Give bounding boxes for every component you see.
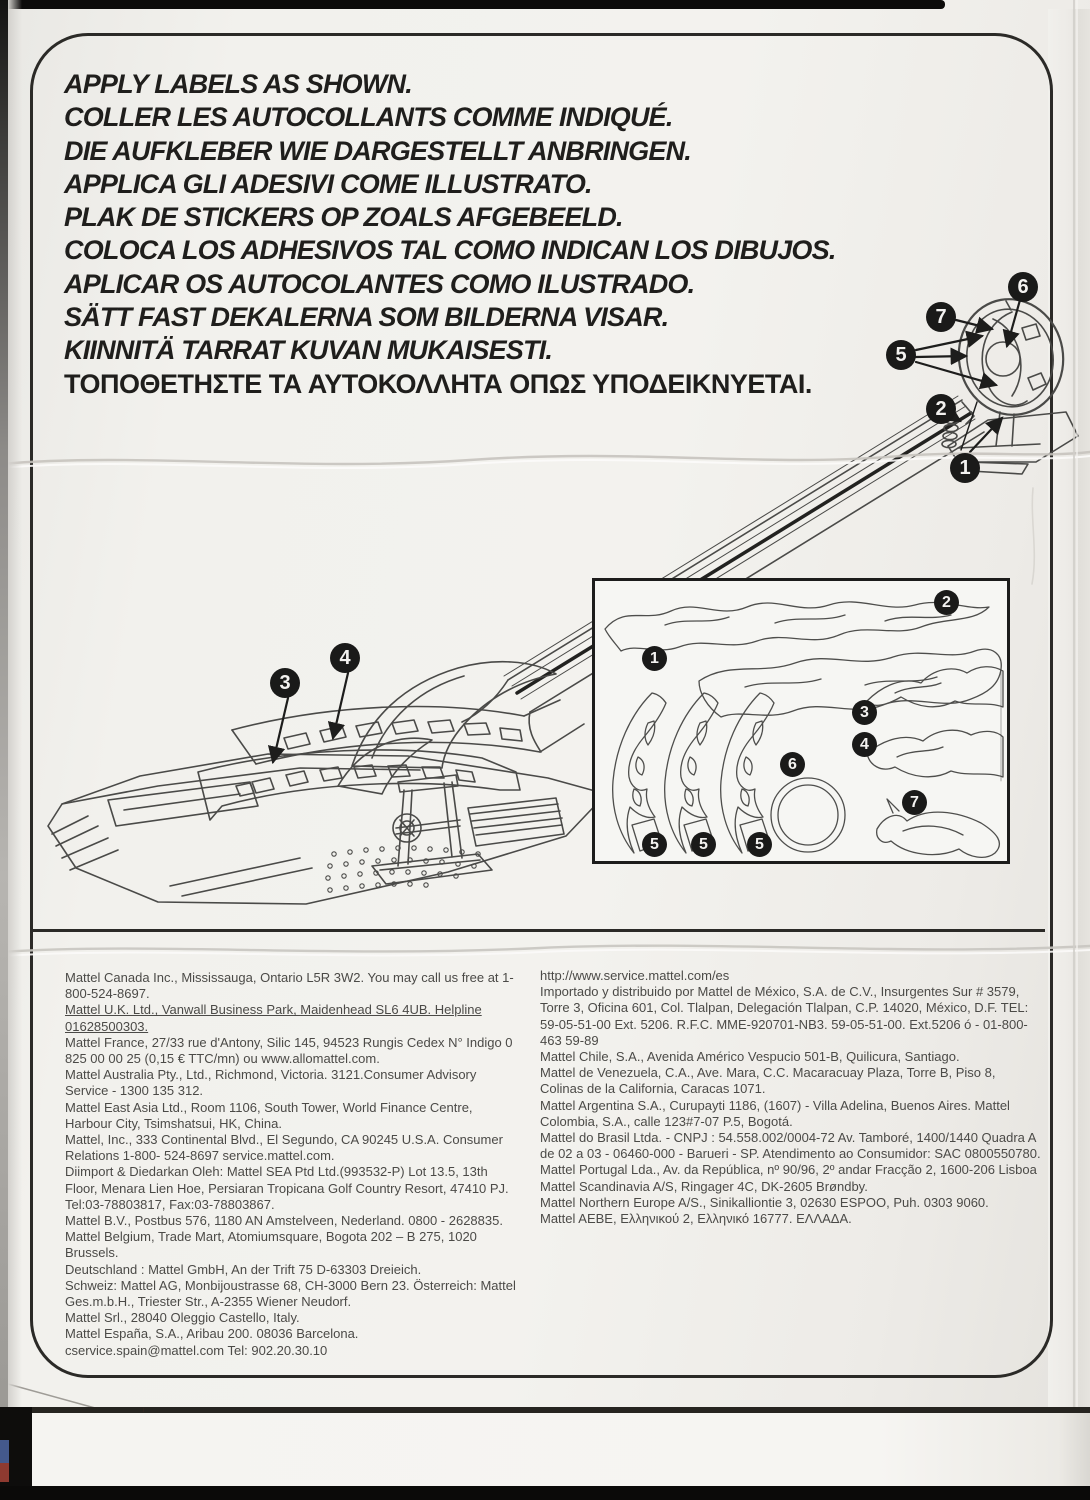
heading-line-french: COLLER LES AUTOCOLLANTS COMME INDIQUÉ. <box>64 102 673 133</box>
heading-line-finnish: KIINNITÄ TARRAT KUVAN MUKAISESTI. <box>64 335 553 366</box>
flame-cluster-sticker-3 <box>866 666 1004 708</box>
callout-badge-6: 6 <box>1008 272 1038 302</box>
address-entry: Importado y distribuido por Mattel de Mé… <box>540 984 1029 1048</box>
wheel-drawing <box>957 298 1065 416</box>
callout-badge-3: 3 <box>270 668 300 698</box>
flame-scythe-sticker-5c <box>720 692 775 854</box>
ring-sticker-6 <box>770 777 846 853</box>
scan-color-artifact-blue <box>0 1440 9 1463</box>
address-entry: Mattel de Venezuela, C.A., Ave. Mara, C.… <box>540 1065 996 1097</box>
address-entry: Mattel AEBE, Ελληνικού 2, Ελληνικό 16777… <box>540 1211 852 1227</box>
scan-edge-left-shadow <box>8 0 22 1410</box>
address-column-left: Mattel Canada Inc., Mississauga, Ontario… <box>65 970 517 1359</box>
flame-scythe-sticker-5b <box>664 692 719 854</box>
sticker-badge-5b: 5 <box>691 832 716 857</box>
apply-labels-heading: APPLY LABELS AS SHOWN. COLLER LES AUTOCO… <box>64 68 1004 401</box>
section-divider-line <box>33 929 1045 932</box>
address-entry: Mattel Chile, S.A., Avenida Américo Vesp… <box>540 1049 960 1065</box>
callout-arrows <box>267 298 1022 765</box>
sticker-badge-4: 4 <box>852 732 877 757</box>
address-entry: Mattel Canada Inc., Mississauga, Ontario… <box>65 970 514 1002</box>
flame-guard-swoosh-drawing <box>337 661 557 795</box>
service-url: http://www.service.mattel.com/es <box>540 968 730 983</box>
sticker-outlines <box>604 601 1004 859</box>
address-entry: Mattel Northern Europe A/S., Sinikallion… <box>540 1194 989 1210</box>
address-entry: Mattel Australia Pty., Ltd., Richmond, V… <box>65 1067 477 1099</box>
sticker-badge-5a: 5 <box>642 832 667 857</box>
flame-banner-sticker-1 <box>604 601 990 652</box>
flame-banner-sticker-2 <box>698 648 1002 718</box>
address-entry: Diimport & Diedarkan Oleh: Mattel SEA Pt… <box>65 1164 509 1212</box>
keypad-dots <box>325 845 481 893</box>
callout-badge-4: 4 <box>330 643 360 673</box>
underlying-page-strip <box>32 1413 1090 1486</box>
scan-edge-top <box>0 0 945 9</box>
trestle-stand-drawing <box>371 774 493 885</box>
heading-line-portuguese: APLICAR OS AUTOCOLANTES COMO ILUSTRADO. <box>64 268 695 299</box>
scan-color-artifact-red <box>0 1463 9 1482</box>
address-entry: Mattel B.V., Postbus 576, 1180 AN Amstel… <box>65 1213 503 1229</box>
page-bottom-edge <box>0 1407 1090 1413</box>
heading-line-swedish: SÄTT FAST DEKALERNA SOM BILDERNA VISAR. <box>64 302 669 333</box>
address-entry: Mattel Argentina S.A., Curupayti 1186, (… <box>540 1097 1010 1129</box>
address-entry: Mattel Srl., 28040 Oleggio Castello, Ita… <box>65 1310 300 1326</box>
address-entry: Mattel España, S.A., Aribau 200. 08036 B… <box>65 1326 359 1358</box>
heading-line-spanish: COLOCA LOS ADHESIVOS TAL COMO INDICAN LO… <box>64 235 836 266</box>
flame-scythe-sticker-5a <box>612 692 667 854</box>
address-entry: Schweiz: Mattel AG, Monbijoustrasse 68, … <box>65 1277 516 1310</box>
address-column-right: http://www.service.mattel.com/es Importa… <box>540 968 1042 1227</box>
flame-cluster-sticker-4 <box>866 729 1004 778</box>
address-entry: Mattel Portugal Lda., Av. da República, … <box>540 1162 1037 1178</box>
callout-badge-1: 1 <box>950 453 980 483</box>
flame-swoosh-sticker-7 <box>876 798 1000 859</box>
launcher-drawing <box>47 753 607 905</box>
address-entry: Deutschland : Mattel GmbH, An der Trift … <box>65 1261 422 1277</box>
callout-badge-2: 2 <box>926 394 956 424</box>
address-entry: Mattel East Asia Ltd., Room 1106, South … <box>65 1099 473 1131</box>
heading-line-dutch: PLAK DE STICKERS OP ZOALS AFGEBEELD. <box>64 202 624 233</box>
heading-line-greek: ΤΟΠΟΘΕΤΗΣΤΕ ΤΑ ΑΥΤΟΚΟΛΛΗΤΑ ΟΠΩΣ ΥΠΟΔΕΙΚΝ… <box>64 368 812 399</box>
sticker-badge-1: 1 <box>642 646 667 671</box>
heading-line-english: APPLY LABELS AS SHOWN. <box>64 69 413 99</box>
heading-line-german: DIE AUFKLEBER WIE DARGESTELLT ANBRINGEN. <box>64 135 692 166</box>
sticker-badge-3: 3 <box>852 700 877 725</box>
address-entry: Mattel France, 27/33 rue d'Antony, Silic… <box>65 1034 513 1067</box>
sticker-sheet-inset <box>592 578 1010 864</box>
sticker-badge-7: 7 <box>902 790 927 815</box>
address-entry: Mattel, Inc., 333 Continental Blvd., El … <box>65 1132 503 1164</box>
address-entry-uk-underlined: Mattel U.K. Ltd., Vanwall Business Park,… <box>65 1002 482 1034</box>
scan-edge-left <box>0 0 8 1410</box>
sticker-badge-6: 6 <box>780 752 805 777</box>
right-page-margin-shadow <box>1048 9 1090 1407</box>
callout-badge-7: 7 <box>926 302 956 332</box>
sticker-badge-5c: 5 <box>747 832 772 857</box>
scan-edge-bottom <box>0 1486 1090 1500</box>
sticker-badge-2: 2 <box>934 590 959 615</box>
address-entry: Mattel do Brasil Ltda. - CNPJ : 54.558.0… <box>540 1130 1041 1162</box>
heading-line-italian: APPLICA GLI ADESIVI COME ILLUSTRATO. <box>64 168 593 199</box>
page-border <box>30 33 1053 1378</box>
callout-badge-5: 5 <box>886 340 916 370</box>
address-entry: Mattel Scandinavia A/S, Ringager 4C, DK-… <box>540 1178 868 1194</box>
address-entry: Mattel Belgium, Trade Mart, Atomiumsquar… <box>65 1229 477 1261</box>
